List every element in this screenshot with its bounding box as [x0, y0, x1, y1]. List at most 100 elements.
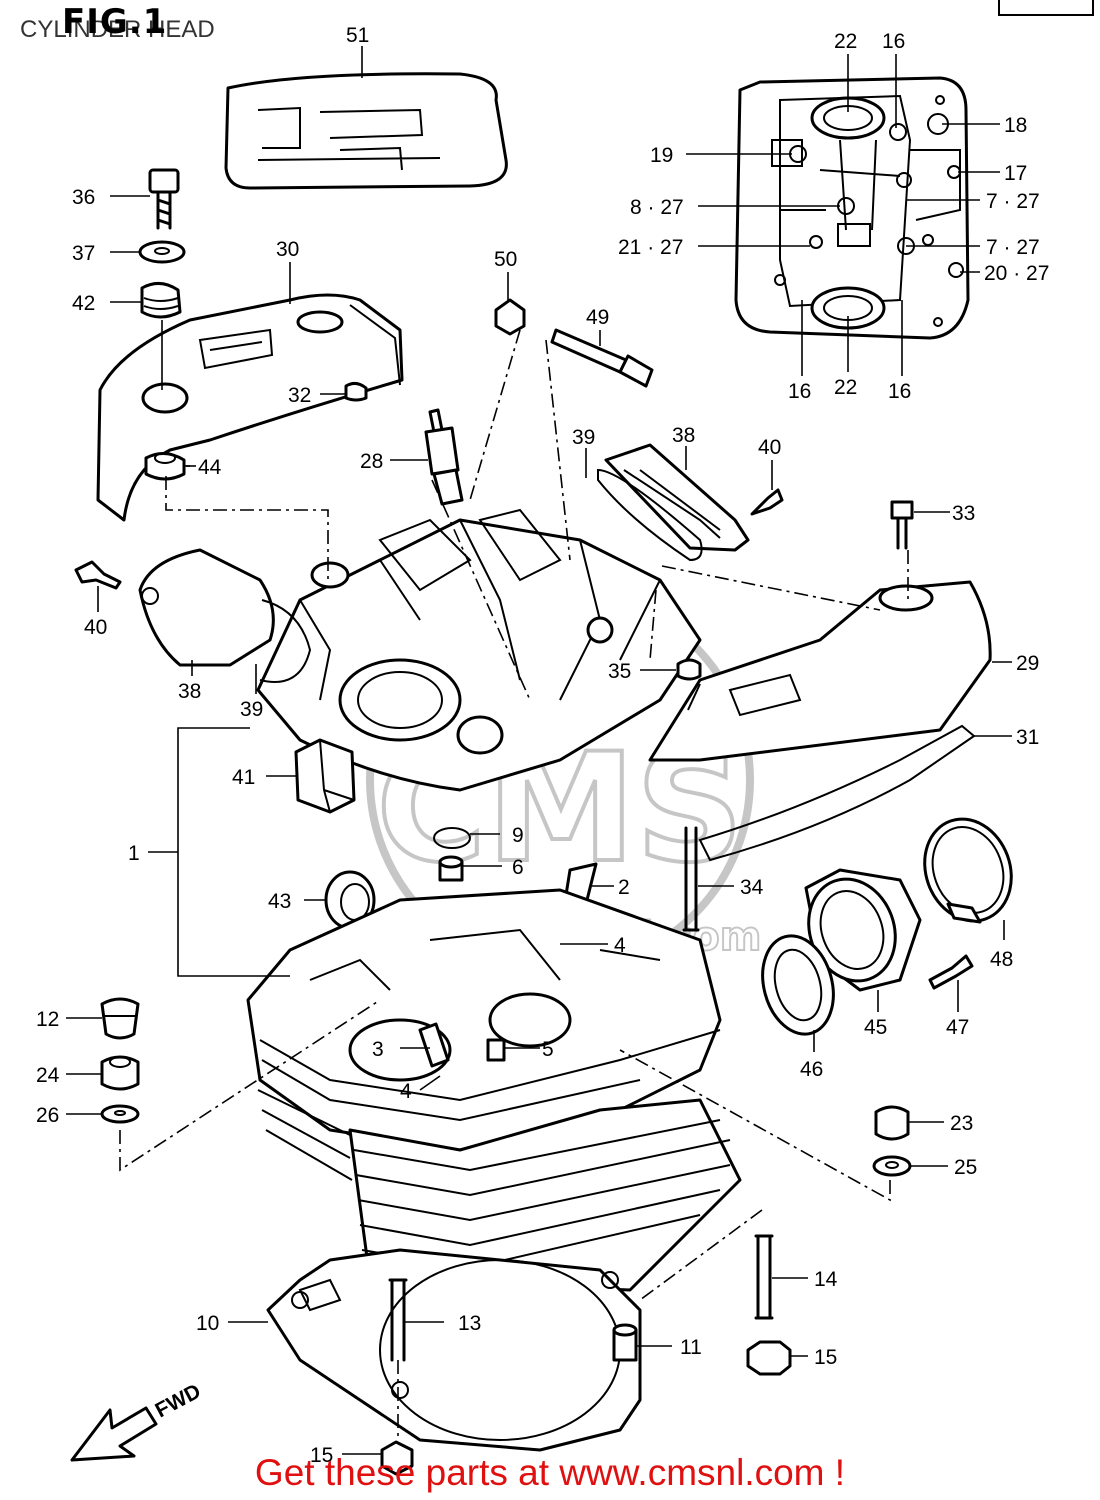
part-45-intake-pipe [804, 868, 922, 992]
part-9-o-ring [433, 827, 471, 849]
part-38-side-cover-left [138, 548, 275, 667]
part-38-side-cover-right [604, 443, 750, 552]
part-25-washer [872, 1155, 912, 1177]
callout-38-left: 38 [178, 680, 201, 703]
callout-44: 44 [198, 456, 222, 479]
callout-39-right: 39 [572, 426, 595, 449]
callout-49: 49 [586, 306, 609, 329]
callout-38-right: 38 [672, 424, 695, 447]
callout-33: 33 [952, 502, 975, 525]
callout-22-bottom: 22 [834, 376, 857, 399]
part-39-gasket-right [597, 468, 703, 562]
part-12-cap [100, 997, 140, 1040]
callout-43: 43 [268, 890, 291, 913]
part-36-bolt [148, 168, 180, 230]
part-28-spark-plug [424, 408, 464, 506]
callout-3: 3 [372, 1038, 384, 1061]
leader-lines [66, 46, 1012, 1455]
callout-41: 41 [232, 766, 255, 789]
callout-48: 48 [990, 948, 1013, 971]
callout-47: 47 [946, 1016, 969, 1039]
callout-16-bottom-right: 16 [888, 380, 911, 403]
callout-7-27-upper: 7 · 27 [986, 190, 1040, 213]
callout-29: 29 [1016, 652, 1039, 675]
callout-46: 46 [800, 1058, 823, 1081]
callout-11: 11 [680, 1336, 702, 1359]
callout-15-right: 15 [814, 1346, 837, 1369]
callout-26: 26 [36, 1104, 59, 1127]
figure-title: FIG.1 [62, 2, 168, 42]
diagram-subtitle: CYLINDER HEAD [20, 16, 215, 43]
part-47-bolt [928, 954, 974, 990]
part-14-stud [754, 1234, 774, 1320]
part-48-clamp [923, 817, 1013, 924]
callout-28: 28 [360, 450, 383, 473]
callout-8-27: 8 · 27 [630, 196, 684, 219]
callout-51: 51 [346, 24, 369, 47]
part-39-gasket-left [259, 599, 312, 683]
callout-4-lower: 4 [400, 1080, 412, 1103]
part-51-label-plate [224, 72, 508, 190]
cylinder-head-upper-assembly [256, 508, 702, 792]
callout-15-bottom: 15 [310, 1444, 333, 1467]
part-37-washer [138, 240, 186, 264]
fwd-direction-arrow-icon [70, 1406, 158, 1462]
callout-14: 14 [814, 1268, 838, 1291]
callout-30: 30 [276, 238, 299, 261]
callout-20-27: 20 · 27 [984, 262, 1049, 285]
callout-23: 23 [950, 1112, 973, 1135]
callout-39-left: 39 [240, 698, 263, 721]
callout-25: 25 [954, 1156, 977, 1179]
part-33-bolt [890, 500, 914, 550]
part-42-grommet [140, 282, 182, 319]
callout-31: 31 [1016, 726, 1039, 749]
callout-18: 18 [1004, 114, 1027, 137]
part-15-nut-bottom [380, 1440, 414, 1476]
part-26-washer [100, 1104, 140, 1124]
part-24-nut [100, 1055, 140, 1091]
callout-16-top: 16 [882, 30, 905, 53]
callout-7-27-lower: 7 · 27 [986, 236, 1040, 259]
part-1-cylinder-head [246, 888, 722, 1152]
frame-corner [998, 0, 1094, 16]
part-44-grommet [144, 452, 186, 481]
callout-37: 37 [72, 242, 95, 265]
callout-24: 24 [36, 1064, 60, 1087]
part-10-cylinder-gasket [266, 1248, 642, 1452]
part-13-stud [388, 1278, 408, 1362]
footer-promo-text: Get these parts at www.cmsnl.com ! [254, 1452, 846, 1493]
callout-1: 1 [128, 842, 140, 865]
part-49-bolt [550, 328, 654, 388]
part-23-nut [874, 1105, 910, 1141]
part-40-bolt-left [74, 560, 122, 590]
inset-head-underside-view [734, 76, 970, 340]
callout-2: 2 [618, 876, 630, 899]
part-35-plug [676, 658, 702, 681]
callout-12: 12 [36, 1008, 59, 1031]
fwd-label: FWD [152, 1380, 205, 1423]
callout-36: 36 [72, 186, 95, 209]
part-11-dowel [612, 1323, 638, 1362]
callout-34: 34 [740, 876, 764, 899]
callout-42: 42 [72, 292, 95, 315]
callout-10: 10 [196, 1312, 219, 1335]
callout-22-top: 22 [834, 30, 857, 53]
callout-40-right: 40 [758, 436, 781, 459]
part-50-nut [494, 298, 526, 336]
callout-6: 6 [512, 856, 524, 879]
callout-labels: 51 36 37 42 30 32 44 50 49 28 39 38 40 3… [36, 24, 1049, 1467]
callout-40-left: 40 [84, 616, 107, 639]
alignment-guides [119, 329, 909, 1440]
callout-5: 5 [542, 1038, 554, 1061]
part-29-head-cover-right [648, 580, 992, 762]
part-46-gasket [761, 934, 835, 1036]
callout-9: 9 [512, 824, 524, 847]
callout-35: 35 [608, 660, 631, 683]
callout-32: 32 [288, 384, 311, 407]
callout-50: 50 [494, 248, 517, 271]
callout-19: 19 [650, 144, 673, 167]
callout-21-27: 21 · 27 [618, 236, 683, 259]
callout-17: 17 [1004, 162, 1027, 185]
callout-45: 45 [864, 1016, 887, 1039]
